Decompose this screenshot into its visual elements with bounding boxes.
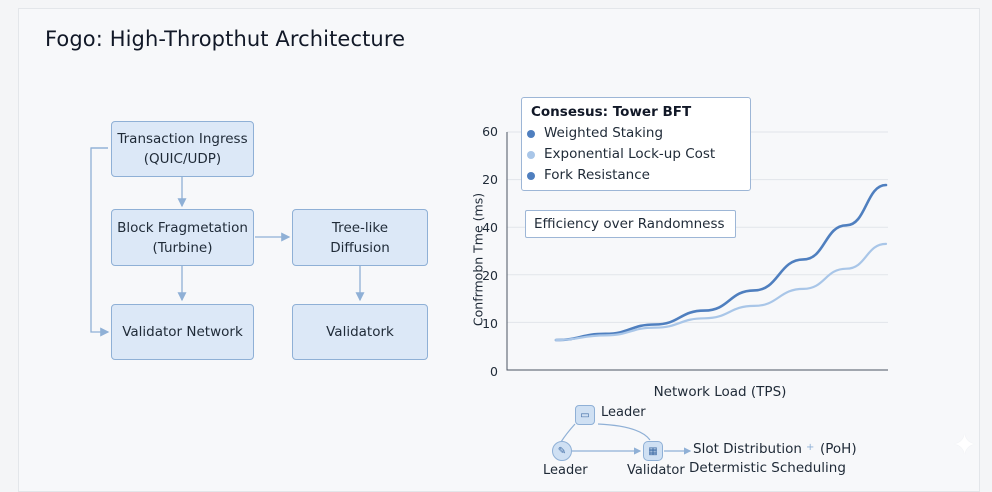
series-line-2 [554, 242, 888, 342]
diffusion-line1: Tree-like [331, 219, 389, 236]
sparkle-icon: ✦ [952, 428, 978, 463]
validator-network-label: Validator Network [122, 324, 243, 340]
consensus-legend: Consesus: Tower BFT Weighted Staking Exp… [521, 97, 751, 191]
series-line-1 [554, 183, 888, 342]
legend-item-lockup-cost: Exponential Lock-up Cost [527, 146, 716, 162]
tree-diffusion-box: Tree-like Diffusion [292, 209, 428, 266]
scheduling-label: Determistic Scheduling [689, 460, 846, 476]
poh-label: (PoH) [820, 441, 857, 457]
validator-label: Validator [627, 463, 685, 478]
poh-separator: + [806, 442, 815, 453]
validator-network-box: Validator Network [111, 304, 254, 360]
transaction-ingress-box: Transaction Ingress (QUIC/UDP) [111, 121, 254, 177]
legend-label: Weighted Staking [544, 125, 664, 141]
y-tick-label: 0 [490, 364, 498, 379]
legend-label: Exponential Lock-up Cost [544, 146, 716, 162]
validatork-box: Validatork [292, 304, 428, 360]
validator-node-icon: ▦ [643, 441, 663, 461]
diffusion-line2: Diffusion [330, 239, 390, 256]
y-tick-label: 20 [482, 172, 498, 187]
poh-link-right [597, 423, 651, 441]
chart-axes [506, 132, 888, 371]
legend-dot [527, 151, 535, 159]
legend-label: Fork Resistance [544, 167, 650, 183]
x-axis-label: Network Load (TPS) [653, 384, 787, 400]
legend-item-weighted-staking: Weighted Staking [527, 125, 664, 141]
y-tick-label: 20 [482, 268, 498, 283]
fragmentation-line1: Block Fragmetation [117, 219, 248, 236]
leader-bottom-label: Leader [543, 463, 588, 478]
page-title: Fogo: High-Thropthut Architecture [45, 27, 406, 51]
y-tick-label: -10 [477, 316, 498, 331]
leader-node-icon: ✎ [552, 441, 572, 461]
efficiency-callout: Efficiency over Randomness [525, 210, 736, 238]
ingress-line2: (QUIC/UDP) [143, 151, 222, 167]
legend-item-fork-resistance: Fork Resistance [527, 167, 650, 183]
leader-top-label: Leader [601, 405, 646, 420]
legend-dot [527, 172, 535, 180]
slot-distribution-label: Slot Distribution [693, 441, 802, 457]
legend-title: Consesus: Tower BFT [531, 104, 692, 120]
validatork-label: Validatork [326, 324, 394, 340]
poh-link-left [560, 423, 576, 443]
leader-top-icon: ▭ [575, 405, 595, 425]
ingress-line1: Transaction Ingress [117, 131, 248, 147]
legend-dot [527, 130, 535, 138]
fragmentation-line2: (Turbine) [152, 239, 213, 256]
block-fragmentation-box: Block Fragmetation (Turbine) [111, 209, 254, 266]
y-tick-label: 60 [482, 124, 498, 139]
y-tick-label: 40 [482, 220, 498, 235]
